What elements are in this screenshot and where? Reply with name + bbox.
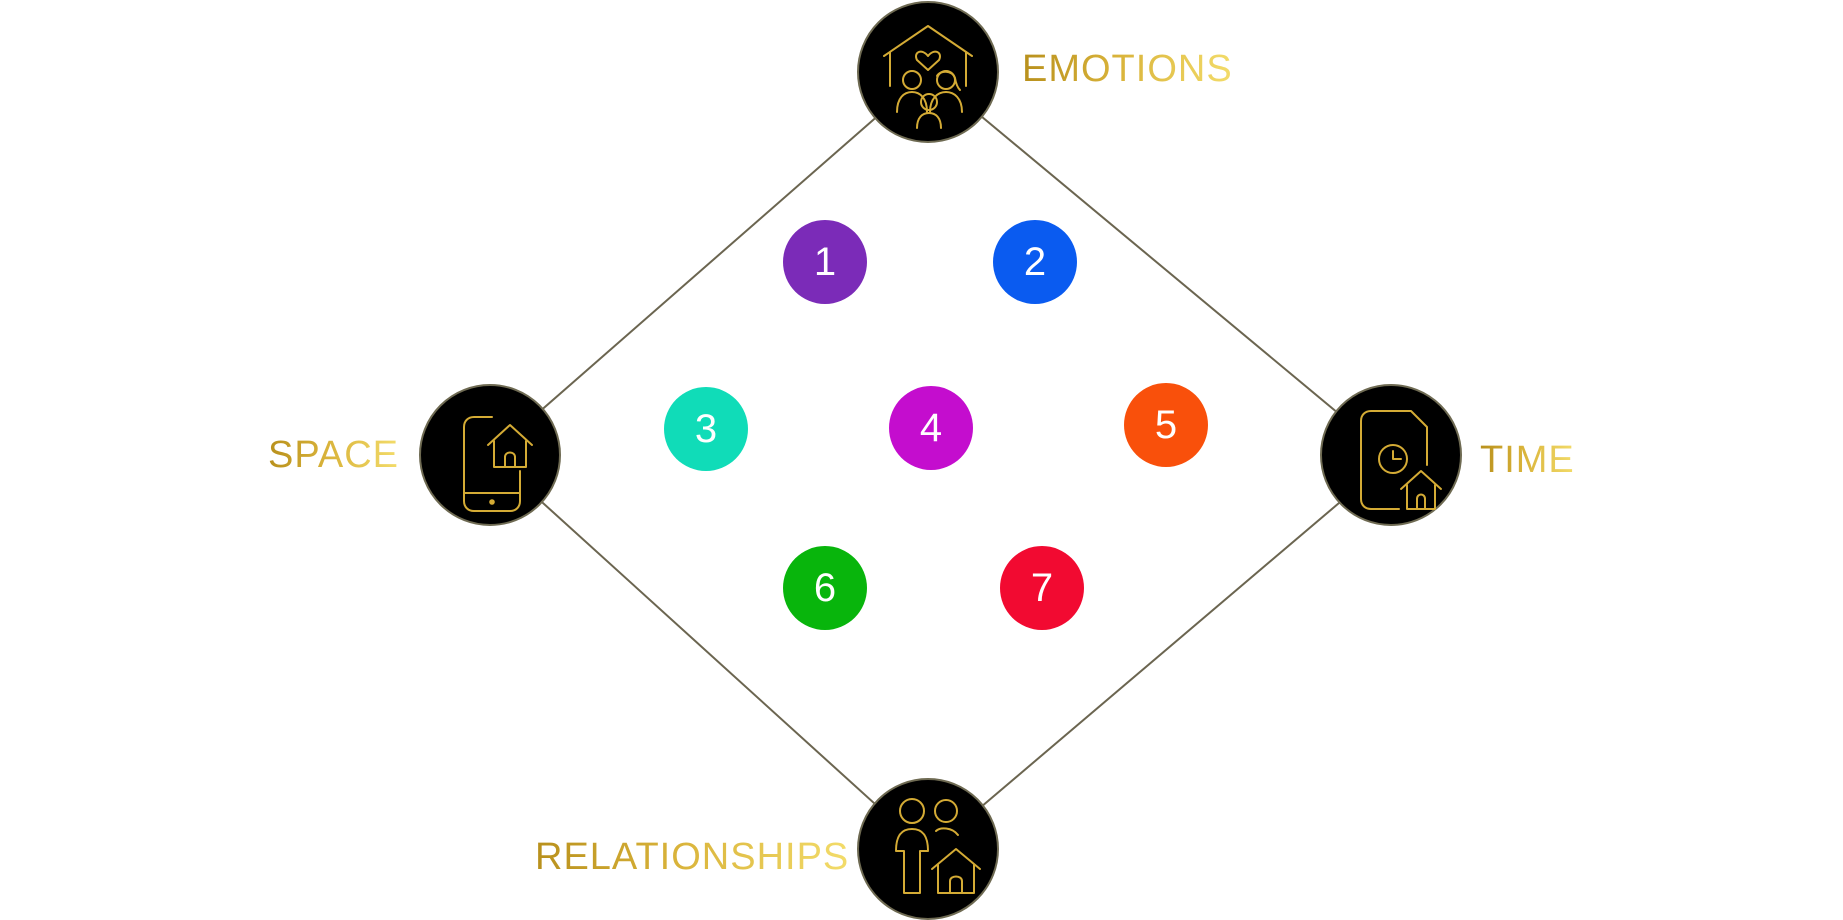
badge-3: 3 bbox=[664, 387, 748, 471]
badge-7: 7 bbox=[1000, 546, 1084, 630]
relationships-label: RELATIONSHIPS bbox=[535, 836, 850, 878]
space-node bbox=[419, 384, 561, 526]
connector-relationships-space bbox=[489, 454, 929, 853]
badge-4: 4 bbox=[889, 386, 973, 470]
time-label: TIME bbox=[1480, 439, 1575, 481]
emotions-node bbox=[857, 1, 999, 143]
badge-1: 1 bbox=[783, 220, 867, 304]
connector-space-emotions bbox=[489, 71, 929, 456]
badge-5: 5 bbox=[1124, 383, 1208, 467]
badge-2: 2 bbox=[993, 220, 1077, 304]
family-house-heart-icon bbox=[883, 25, 973, 129]
emotions-label: EMOTIONS bbox=[1022, 48, 1233, 90]
document-clock-home-icon bbox=[1360, 410, 1442, 510]
connector-emotions-time bbox=[927, 71, 1393, 459]
phone-home-icon bbox=[463, 416, 533, 512]
people-home-icon bbox=[895, 798, 981, 894]
time-node bbox=[1320, 384, 1462, 526]
badge-6: 6 bbox=[783, 546, 867, 630]
relationships-node bbox=[857, 778, 999, 920]
space-label: SPACE bbox=[268, 434, 400, 476]
connector-time-relationships bbox=[927, 457, 1393, 853]
